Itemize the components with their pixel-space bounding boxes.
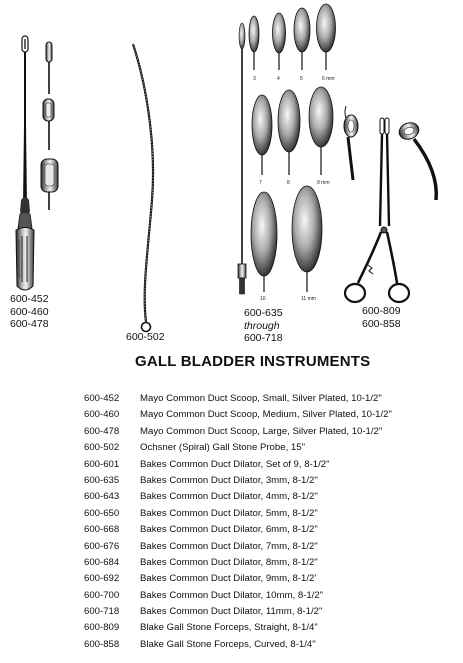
item-description: Bakes Common Duct Dilator, 3mm, 8-1/2": [140, 474, 318, 486]
list-item: 600-635 Bakes Common Duct Dilator, 3mm, 8…: [84, 473, 454, 489]
item-number: 600-809: [84, 622, 120, 634]
size-label-7: 7: [259, 180, 262, 186]
item-description: Bakes Common Duct Dilator, 7mm, 8-1/2": [140, 540, 318, 552]
probe-label: 600-502: [126, 331, 165, 344]
item-description: Bakes Common Duct Dilator, 8mm, 8-1/2": [140, 556, 318, 568]
item-number: 600-858: [84, 638, 120, 650]
item-number: 600-643: [84, 491, 120, 503]
page-heading: GALL BLADDER INSTRUMENTS: [135, 353, 371, 370]
label-600-478: 600-478: [10, 318, 49, 330]
dilator-size-labels: 3 4 5 6 mm 7 8 9 mm 10 11 mm: [253, 76, 335, 302]
mayo-scoop-illustration: [15, 35, 35, 291]
item-number: 600-635: [84, 474, 120, 486]
item-number: 600-676: [84, 540, 120, 552]
list-item: 600-809 Blake Gall Stone Forceps, Straigh…: [84, 620, 454, 636]
label-through: through: [244, 319, 280, 332]
item-description: Mayo Common Duct Scoop, Medium, Silver P…: [140, 409, 392, 421]
item-description: Blake Gall Stone Forceps, Curved, 8-1/4": [140, 638, 316, 650]
item-description: Bakes Common Duct Dilator, 11mm, 8-1/2": [140, 606, 323, 618]
item-description: Mayo Common Duct Scoop, Large, Silver Pl…: [140, 425, 383, 437]
item-number: 600-684: [84, 556, 120, 568]
size-label-3: 3: [253, 76, 256, 82]
list-item: 600-668 Bakes Common Duct Dilator, 6mm, 8…: [84, 522, 454, 538]
scoop-labels: 600-452 600-460 600-478: [10, 293, 49, 331]
item-description: Bakes Common Duct Dilator, 9mm, 8-1/2': [140, 573, 317, 585]
item-description: Blake Gall Stone Forceps, Straight, 8-1/…: [140, 622, 318, 634]
label-600-809: 600-809: [362, 305, 401, 317]
item-description: Bakes Common Duct Dilator, 4mm, 8-1/2": [140, 491, 318, 503]
item-description: Mayo Common Duct Scoop, Small, Silver Pl…: [140, 393, 382, 404]
list-item: 600-676 Bakes Common Duct Dilator, 7mm, 8…: [84, 539, 454, 555]
size-label-11: 11 mm: [301, 296, 316, 302]
list-item: 600-643 Bakes Common Duct Dilator, 4mm, 8…: [84, 489, 454, 505]
list-item: 600-858 Blake Gall Stone Forceps, Curved,…: [84, 637, 454, 653]
list-item: 600-684 Bakes Common Duct Dilator, 8mm, 8…: [84, 555, 454, 571]
item-number: 600-692: [84, 573, 120, 585]
label-600-858: 600-858: [362, 317, 401, 330]
list-item: 600-502 Ochsner (Spiral) Gall Stone Probe…: [84, 440, 454, 456]
item-number: 600-502: [84, 442, 120, 454]
item-number: 600-601: [84, 458, 120, 470]
size-label-9: 9 mm: [317, 180, 330, 186]
list-item: 600-700 Bakes Common Duct Dilator, 10mm, …: [84, 588, 454, 604]
item-number: 600-460: [84, 409, 120, 421]
spiral-probe-illustration: [131, 43, 155, 333]
item-number: 600-668: [84, 524, 120, 536]
item-description: Bakes Common Duct Dilator, 10mm, 8-1/2": [140, 589, 324, 601]
list-item: 600-601 Bakes Common Duct Dilator, Set of…: [84, 457, 454, 473]
item-number: 600-700: [84, 589, 120, 601]
size-label-10: 10: [260, 296, 266, 302]
dilator-handle-illustration: [237, 22, 247, 295]
label-600-452: 600-452: [10, 293, 49, 305]
dilator-labels: 600-635 through 600-718: [244, 307, 283, 345]
product-list: 600-452 Mayo Common Duct Scoop, Small, Si…: [84, 391, 454, 653]
blake-forceps-illustration: [343, 105, 439, 304]
item-number: 600-650: [84, 507, 120, 519]
item-description: Ochsner (Spiral) Gall Stone Probe, 15": [140, 442, 305, 454]
size-label-4: 4: [277, 76, 280, 82]
list-item: 600-478 Mayo Common Duct Scoop, Large, Si…: [84, 424, 454, 440]
forceps-labels: 600-809 600-858: [362, 305, 401, 330]
item-description: Bakes Common Duct Dilator, 5mm, 8-1/2": [140, 507, 318, 519]
dilator-tips-illustration: [248, 3, 336, 292]
item-description: Bakes Common Duct Dilator, Set of 9, 8-1…: [140, 458, 330, 470]
list-item: 600-650 Bakes Common Duct Dilator, 5mm, 8…: [84, 506, 454, 522]
item-description: Bakes Common Duct Dilator, 6mm, 8-1/2": [140, 524, 318, 536]
size-label-8: 8: [287, 180, 290, 186]
list-item: 600-692 Bakes Common Duct Dilator, 9mm, 8…: [84, 571, 454, 587]
label-600-635: 600-635: [244, 307, 283, 319]
scoop-tips-illustration: [40, 41, 59, 210]
item-number: 600-452: [84, 393, 120, 404]
item-number: 600-478: [84, 425, 120, 437]
label-600-502: 600-502: [126, 331, 165, 343]
size-label-5: 5: [300, 76, 303, 82]
list-item: 600-460 Mayo Common Duct Scoop, Medium, S…: [84, 407, 454, 423]
size-label-6: 6 mm: [322, 76, 335, 82]
list-item: 600-452 Mayo Common Duct Scoop, Small, Si…: [84, 391, 454, 407]
label-600-718: 600-718: [244, 332, 283, 344]
item-number: 600-718: [84, 606, 120, 618]
label-600-460: 600-460: [10, 305, 49, 318]
list-item: 600-718 Bakes Common Duct Dilator, 11mm, …: [84, 604, 454, 620]
